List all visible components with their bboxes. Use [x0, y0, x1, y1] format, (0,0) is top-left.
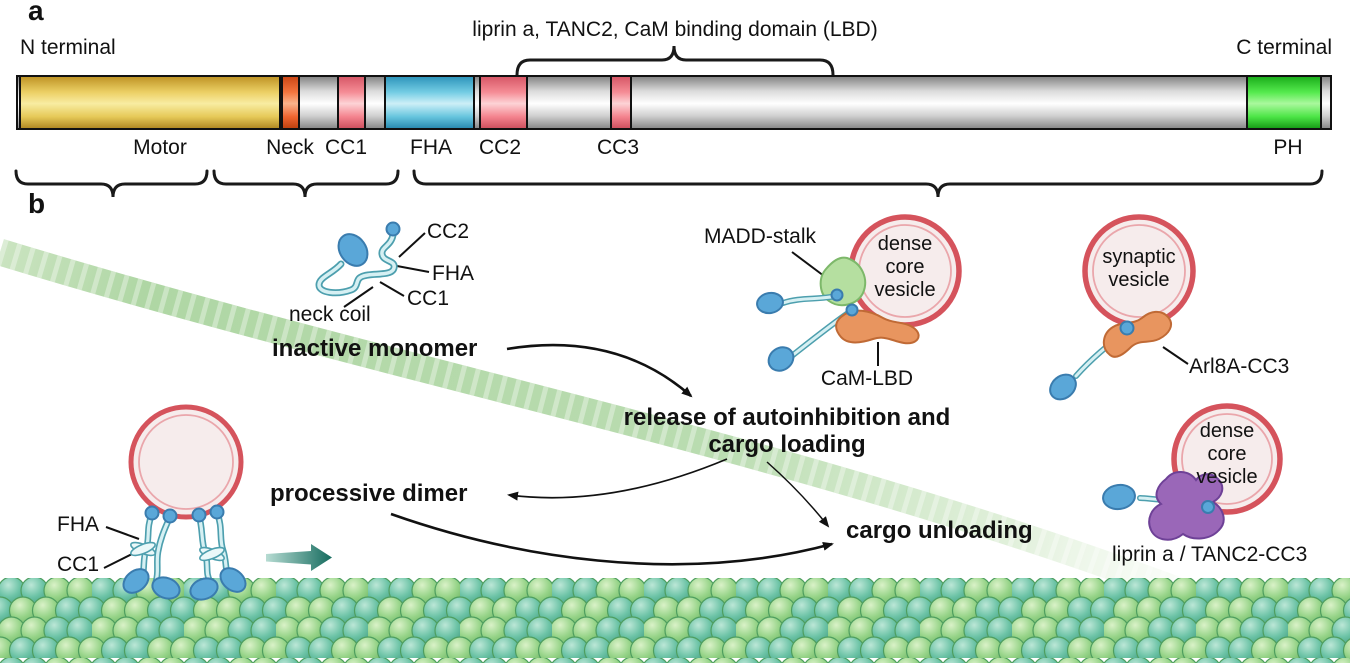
arrow-monomer-to-release [506, 343, 693, 398]
cargo-unloading-caption: cargo unloading [846, 517, 1033, 544]
neck-coil-label: neck coil [289, 303, 371, 326]
arrow-dimer-to-unloading [390, 512, 834, 566]
domain-segment-fha [384, 77, 475, 128]
lbd-bracket-label: liprin a, TANC2, CaM binding domain (LBD… [472, 18, 878, 41]
panel-a-braces [14, 45, 1324, 198]
cam-lbd-label: CaM-LBD [820, 367, 914, 390]
release-caption: release of autoinhibition and cargo load… [624, 404, 951, 458]
arl8a-blob [1102, 310, 1172, 358]
processive-dimer-caption: processive dimer [270, 480, 468, 507]
domain-label-ph: PH [1273, 136, 1303, 159]
pointer-cc2-monomer [398, 232, 426, 258]
domain-label-fha: FHA [410, 136, 452, 159]
domain-label-motor: Motor [133, 136, 187, 159]
pointer-arl8a [1162, 346, 1189, 365]
panel-a-letter: a [28, 0, 44, 26]
monomer-fha-label: FHA [432, 262, 474, 285]
pointer-madd-stalk [791, 251, 825, 277]
arl8a-complex-cartoon [1049, 214, 1196, 401]
release-caption-line2: cargo loading [708, 431, 866, 458]
brace-motor [14, 169, 209, 198]
domain-segment-motor [19, 77, 281, 128]
synaptic-vesicle-text: synaptic vesicle [1102, 246, 1176, 291]
dimer-cc1-label: CC1 [57, 553, 100, 576]
c-terminal-label: C terminal [1236, 36, 1332, 59]
arrow-release-to-dimer [507, 458, 728, 501]
fha-bowties [130, 541, 225, 562]
monomer-cc1-label: CC1 [407, 287, 450, 310]
processive-dimer-cartoon [122, 404, 247, 601]
domain-segment-neck [281, 77, 300, 128]
liprin-purple-blob [1148, 471, 1225, 541]
brace-stalk [212, 169, 400, 198]
microtubule-lattice [0, 578, 1350, 663]
pointer-lines [103, 232, 1189, 569]
domain-label-cc2: CC2 [478, 136, 522, 159]
brace-tail [412, 169, 1324, 198]
microtubule-band [0, 239, 1195, 608]
liprin-complex-cartoon [1102, 403, 1283, 541]
dense-core-vesicle-2-text: dense core vesicle [1196, 420, 1258, 488]
release-caption-line1: release of autoinhibition and [623, 404, 951, 431]
madd-complex-cartoon [756, 214, 962, 372]
domain-label-cc1: CC1 [324, 136, 368, 159]
domain-segment-ph [1246, 77, 1322, 128]
monomer-cc2-label: CC2 [427, 220, 470, 243]
pointer-cc1-monomer [379, 281, 405, 297]
domain-segment-cc3 [610, 77, 632, 128]
domain-label-neck: Neck [266, 136, 314, 159]
protein-domain-bar [16, 75, 1332, 130]
flow-arrows [390, 343, 834, 566]
domain-label-cc3: CC3 [596, 136, 640, 159]
n-terminal-label: N terminal [20, 36, 116, 59]
liprin-tanc2-cc3-label: liprin a / TANC2-CC3 [1112, 543, 1308, 566]
panel-b-letter: b [28, 188, 46, 219]
dimer-fha-label: FHA [57, 513, 99, 536]
arrow-release-to-unloading [766, 461, 830, 528]
cam-lbd-blob [835, 309, 920, 345]
domain-segment-cc2 [479, 77, 528, 128]
pointer-fha-monomer [396, 265, 430, 273]
pointer-fha-dimer [105, 526, 140, 540]
dense-core-vesicle-1-text: dense core vesicle [874, 233, 936, 301]
inactive-monomer-caption: inactive monomer [272, 335, 478, 362]
madd-stalk-label: MADD-stalk [704, 225, 817, 248]
arl8a-cc3-label: Arl8A-CC3 [1189, 355, 1290, 378]
domain-segment-cc1 [337, 77, 366, 128]
lbd-bracket [515, 45, 835, 77]
pointer-neck-coil [343, 286, 374, 308]
inactive-monomer-cartoon [315, 221, 401, 297]
motility-arrow [266, 544, 332, 571]
